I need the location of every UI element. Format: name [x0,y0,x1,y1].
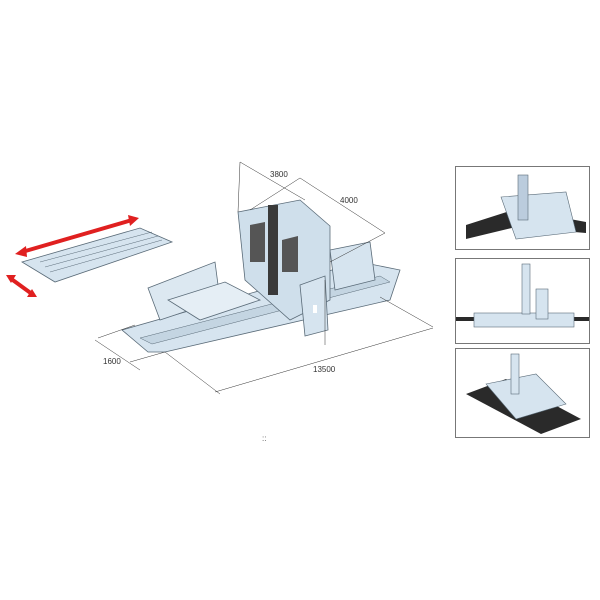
red-arrow-width [6,275,37,297]
dim-1600: 1600 [103,357,121,366]
thumbnail-isometric[interactable] [455,348,590,438]
worktable [21,227,174,283]
gantry [237,199,331,337]
machine-bed [121,241,401,353]
thumbnail-image [456,263,589,328]
dim-4000: 4000 [340,196,358,205]
ram [268,205,278,295]
thumbnail-top-gantry[interactable] [455,166,590,250]
dim-3800: 3800 [270,170,288,179]
dim-13500: 13500 [313,365,336,374]
thumbnail-front-elevation[interactable] [455,258,590,344]
footer-mark: :: [262,434,267,443]
thumbnail-image [466,174,586,240]
dimension-lines [94,161,434,395]
thumbnail-image [466,353,581,434]
red-arrow-length [15,215,139,257]
